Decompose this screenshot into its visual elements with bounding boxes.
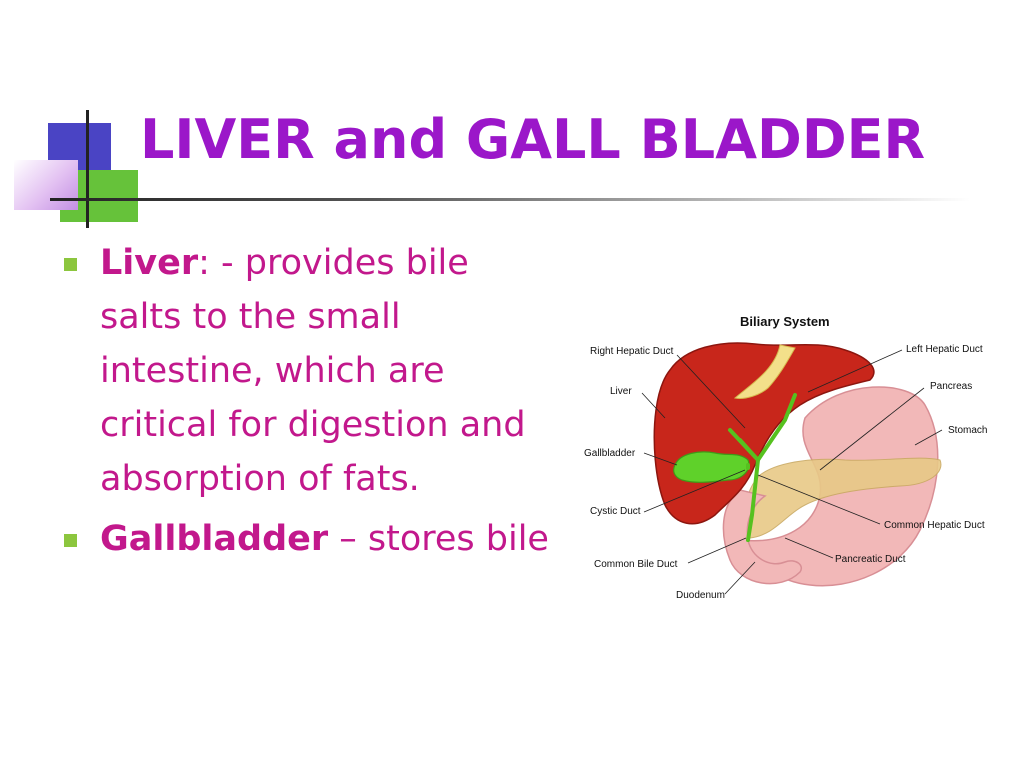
label-duodenum: Duodenum: [676, 590, 725, 601]
decor-vertical-line: [86, 110, 89, 228]
label-common-hepatic-duct: Common Hepatic Duct: [884, 520, 985, 531]
bullet-item-gallbladder: Gallbladder – stores bile: [62, 512, 552, 566]
label-stomach: Stomach: [948, 425, 987, 436]
label-pancreas: Pancreas: [930, 381, 972, 392]
label-common-bile-duct: Common Bile Duct: [594, 559, 678, 570]
leader-lines: [641, 349, 943, 595]
bullet-term: Gallbladder: [100, 519, 329, 559]
label-left-hepatic-duct: Left Hepatic Duct: [906, 344, 983, 355]
title-underline: [50, 198, 970, 201]
biliary-system-diagram: Biliary System Right Hepatic Duct Left H…: [584, 314, 987, 601]
label-cystic-duct: Cystic Duct: [590, 506, 641, 517]
slide-title: LIVER and GALL BLADDER: [140, 108, 926, 171]
label-pancreatic-duct: Pancreatic Duct: [835, 554, 906, 565]
gallbladder-shape: [673, 451, 750, 483]
square-bullet-icon: [64, 534, 77, 547]
bullet-term: Liver: [100, 243, 199, 283]
bullet-text: : - provides bile salts to the small int…: [100, 243, 526, 499]
falciform-ligament-shape: [733, 344, 796, 399]
square-bullet-icon: [64, 258, 77, 271]
bile-ducts-shape: [728, 393, 797, 542]
label-right-hepatic-duct: Right Hepatic Duct: [590, 346, 674, 357]
bullet-text: – stores bile: [328, 519, 549, 559]
decor-pink-square: [14, 160, 78, 210]
bullet-item-liver: Liver: - provides bile salts to the smal…: [62, 236, 552, 506]
diagram-title: Biliary System: [740, 314, 830, 329]
label-liver: Liver: [610, 386, 632, 397]
label-gallbladder: Gallbladder: [584, 448, 636, 459]
bullet-list: Liver: - provides bile salts to the smal…: [62, 236, 552, 572]
